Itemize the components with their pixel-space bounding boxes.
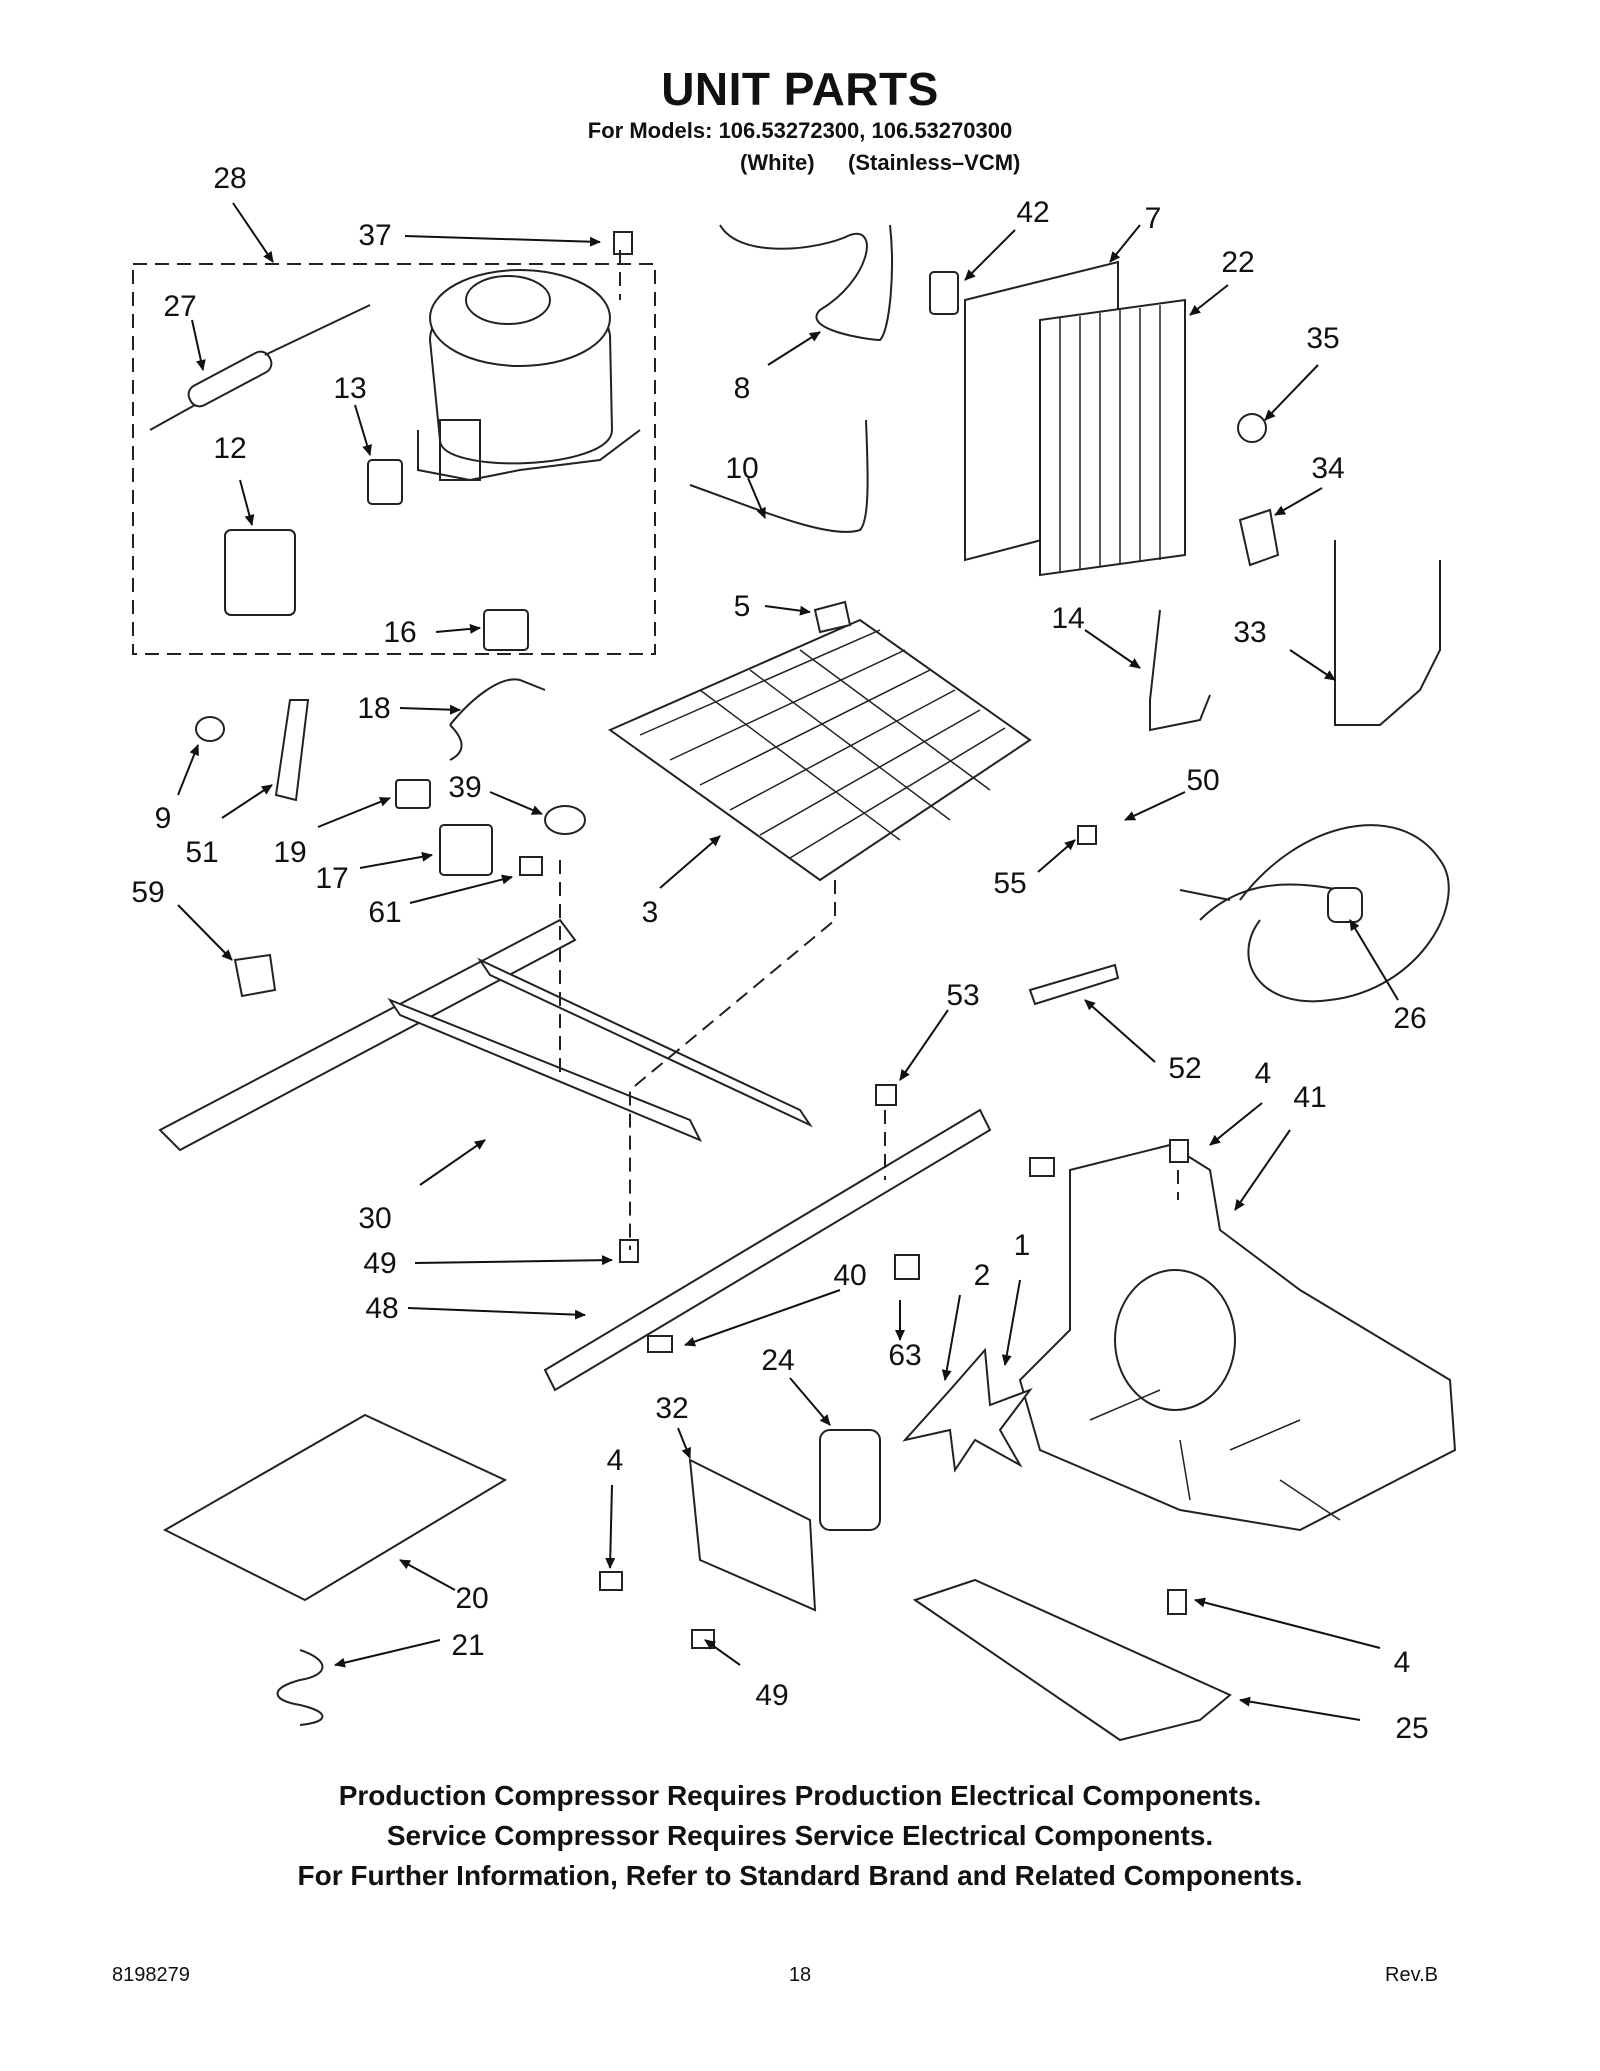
callout-50: 50	[1186, 764, 1219, 797]
models-line: For Models: 106.53272300, 106.53270300	[587, 118, 1013, 143]
callout-27: 27	[163, 290, 196, 323]
callout-21: 21	[451, 1629, 484, 1662]
wire-18-drawing	[449, 678, 546, 761]
fan-motor-drawing	[819, 1429, 881, 1531]
rails-drawing	[158, 918, 992, 1392]
callout-18: 18	[357, 692, 390, 725]
callout-33: 33	[1233, 616, 1266, 649]
callout-19: 19	[273, 836, 306, 869]
callout-49-b: 49	[755, 1679, 788, 1712]
callout-10: 10	[725, 452, 758, 485]
fan-blade-drawing	[902, 1347, 1033, 1473]
revision: Rev.B	[1385, 1964, 1438, 1986]
exploded-parts-diagram: 28 37 27 13 12 16 8 42 7 22 35 34 10 5 1…	[131, 162, 1457, 1745]
note-further-info: For Further Information, Refer to Standa…	[297, 1860, 1303, 1891]
callout-20: 20	[455, 1582, 488, 1615]
grommet-9-drawing	[195, 716, 225, 742]
callout-53: 53	[946, 979, 979, 1012]
callout-40: 40	[833, 1259, 866, 1292]
leader-lines	[177, 202, 1399, 1721]
callout-35: 35	[1306, 322, 1339, 355]
cover-20-drawing	[162, 1413, 508, 1602]
callout-12: 12	[213, 432, 246, 465]
note-service: Service Compressor Requires Service Elec…	[386, 1820, 1214, 1851]
evaporator-drawing	[607, 618, 1032, 882]
doc-number: 8198279	[112, 1964, 190, 1986]
callout-25: 25	[1395, 1712, 1428, 1745]
page-number: 18	[788, 1964, 812, 1986]
callout-4-c: 4	[1394, 1646, 1411, 1679]
callout-51: 51	[185, 836, 218, 869]
callout-28: 28	[213, 162, 246, 195]
callout-32: 32	[655, 1392, 688, 1425]
drain-pan-25-drawing	[912, 1578, 1232, 1742]
thermistor-35-drawing	[1237, 413, 1267, 443]
callout-41: 41	[1293, 1081, 1326, 1114]
bracket-32-drawing	[688, 1458, 817, 1612]
condenser-drawing	[964, 260, 1186, 577]
screws-drawing	[519, 231, 1189, 1649]
relay-drawing	[224, 529, 296, 616]
callout-48: 48	[365, 1292, 398, 1325]
callout-7: 7	[1145, 202, 1162, 235]
callout-42: 42	[1016, 196, 1049, 229]
bracket-42-drawing	[929, 271, 959, 315]
callout-3: 3	[642, 896, 659, 929]
compressor-assembly-box	[132, 263, 656, 655]
cover-16-drawing	[483, 609, 529, 651]
callout-34: 34	[1311, 452, 1344, 485]
tie-52-drawing	[1028, 963, 1120, 1006]
callout-63: 63	[888, 1339, 921, 1372]
callout-14: 14	[1051, 602, 1084, 635]
base-pan-drawing	[1018, 1143, 1457, 1532]
tube-51-drawing	[274, 699, 310, 802]
harness-26-drawing	[1179, 824, 1450, 1003]
capacitor-17-drawing	[439, 824, 493, 876]
tube-8-drawing	[719, 224, 893, 342]
callout-1: 1	[1014, 1229, 1031, 1262]
callout-9: 9	[155, 802, 172, 835]
callout-24: 24	[761, 1344, 794, 1377]
overload-drawing	[367, 459, 403, 505]
callout-16: 16	[383, 616, 416, 649]
callout-4-b: 4	[607, 1444, 624, 1477]
callout-labels: 28 37 27 13 12 16 8 42 7 22 35 34 10 5 1…	[131, 162, 1428, 1745]
callout-8: 8	[734, 372, 751, 405]
callout-5: 5	[734, 590, 751, 623]
variant-white: (White)	[740, 150, 815, 175]
clip-34-drawing	[1238, 508, 1280, 567]
callout-26: 26	[1393, 1002, 1426, 1035]
page-title: UNIT PARTS	[661, 63, 939, 115]
callout-2: 2	[974, 1259, 991, 1292]
tube-10-drawing	[689, 419, 869, 533]
note-production: Production Compressor Requires Productio…	[338, 1780, 1262, 1811]
grommet-39-drawing	[544, 805, 586, 835]
callout-52: 52	[1168, 1052, 1201, 1085]
callout-39: 39	[448, 771, 481, 804]
callout-59: 59	[131, 876, 164, 909]
callout-13: 13	[333, 372, 366, 405]
hanger-14-drawing	[1149, 609, 1211, 732]
variant-stainless: (Stainless–VCM)	[848, 150, 1021, 175]
clip-5-drawing	[813, 600, 852, 634]
callout-17: 17	[315, 862, 348, 895]
callout-49-a: 49	[363, 1247, 396, 1280]
spring-21-drawing	[276, 1649, 324, 1726]
callout-37: 37	[358, 219, 391, 252]
compressor-drawing	[417, 269, 641, 482]
tube-33-drawing	[1334, 540, 1441, 726]
callout-55: 55	[993, 867, 1026, 900]
filter-drier-drawing	[149, 304, 371, 431]
part-19-drawing	[395, 779, 431, 809]
callout-30: 30	[358, 1202, 391, 1235]
callout-61: 61	[368, 896, 401, 929]
callout-22: 22	[1221, 246, 1254, 279]
callout-4-a: 4	[1255, 1057, 1272, 1090]
